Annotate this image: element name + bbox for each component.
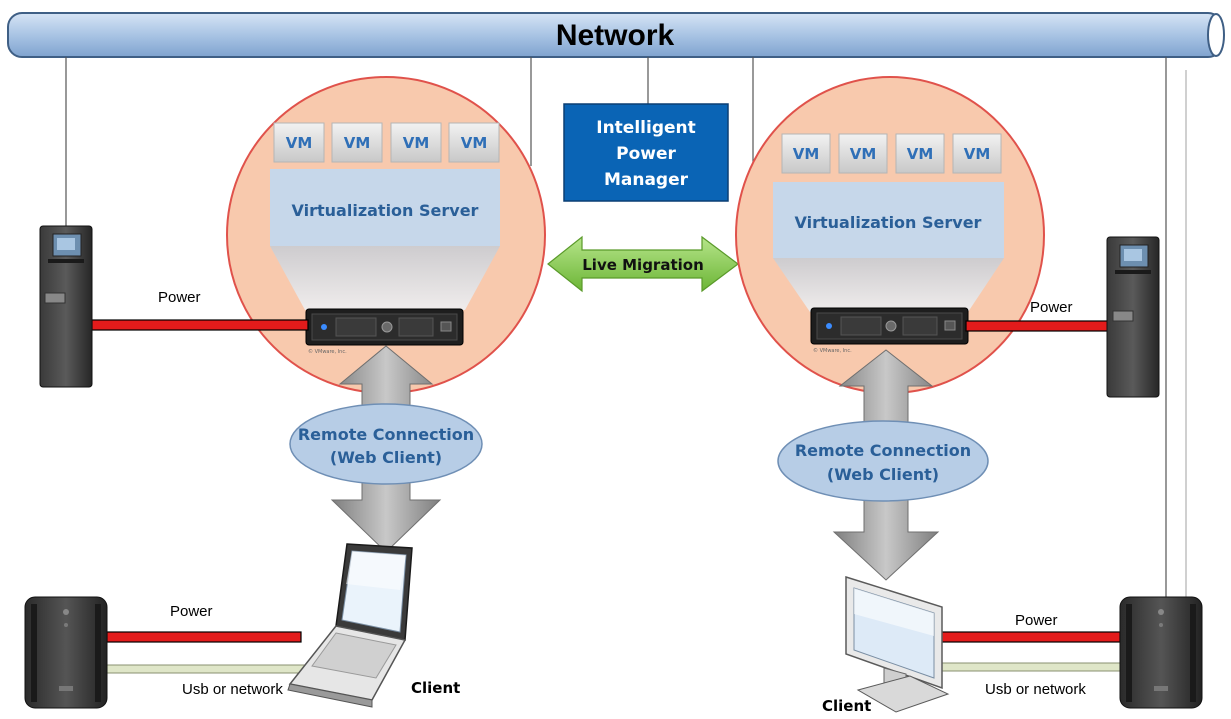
- vm-box: [838, 133, 888, 174]
- vm-box: [781, 133, 831, 174]
- vm-box: [895, 133, 945, 174]
- vm-label: VM: [344, 134, 371, 152]
- vm-box: [331, 122, 383, 163]
- virtualization-panel: [270, 169, 500, 246]
- network-bus: Network: [7, 12, 1225, 58]
- right-tower-ups: [1106, 236, 1160, 398]
- right-client-cables: Power Usb or network: [939, 612, 1121, 698]
- right-small-ups: [1119, 596, 1203, 709]
- power-label: Power: [158, 289, 201, 306]
- live-migration-label: Live Migration: [582, 256, 704, 274]
- power-label: Power: [1030, 299, 1073, 316]
- vm-box: [448, 122, 500, 163]
- web-client-label: (Web Client): [827, 465, 939, 484]
- left-server-bubble: VM VM VM VM Virtualization Server © VMwa…: [226, 76, 546, 394]
- left-client-cables: Power Usb or network: [106, 603, 348, 698]
- vm-box: [390, 122, 442, 163]
- live-migration-arrow: Live Migration: [547, 235, 739, 293]
- vm-label: VM: [286, 134, 313, 152]
- usb-or-network-label: Usb or network: [182, 681, 283, 698]
- left-small-ups: [24, 596, 108, 709]
- virtualization-server-label: Virtualization Server: [292, 201, 479, 220]
- right-remote-connection: Remote Connection (Web Client): [777, 420, 989, 502]
- network-label: Network: [556, 19, 675, 52]
- ipm-line2: Power: [616, 144, 676, 164]
- left-remote-connection: Remote Connection (Web Client): [289, 403, 483, 485]
- server-watermark: © VMware, Inc.: [308, 348, 347, 355]
- remote-connection-label: Remote Connection: [795, 441, 971, 460]
- server-watermark: © VMware, Inc.: [813, 347, 852, 354]
- vm-box: [273, 122, 325, 163]
- right-server-bubble: VM VM VM VM Virtualization Server © VMwa…: [735, 76, 1045, 394]
- vm-label: VM: [461, 134, 488, 152]
- intelligent-power-manager-box: Intelligent Power Manager: [563, 103, 729, 202]
- vm-label: VM: [850, 145, 877, 163]
- client-label: Client: [411, 679, 460, 697]
- vm-box: [952, 133, 1002, 174]
- vm-label: VM: [907, 145, 934, 163]
- laptop-icon: Client: [287, 543, 460, 708]
- client-label: Client: [822, 697, 871, 715]
- server-hardware: © VMware, Inc.: [305, 308, 464, 355]
- power-label: Power: [170, 603, 213, 620]
- web-client-label: (Web Client): [330, 448, 442, 467]
- virtualization-panel: [773, 182, 1004, 258]
- left-tower-ups: [39, 225, 93, 388]
- remote-connection-label: Remote Connection: [298, 425, 474, 444]
- monitor-icon: Client: [822, 575, 950, 715]
- vm-label: VM: [403, 134, 430, 152]
- virtualization-server-label: Virtualization Server: [795, 213, 982, 232]
- ipm-line3: Manager: [604, 170, 689, 190]
- vm-label: VM: [793, 145, 820, 163]
- vm-label: VM: [964, 145, 991, 163]
- power-label: Power: [1015, 612, 1058, 629]
- ipm-line1: Intelligent: [596, 118, 696, 138]
- usb-or-network-label: Usb or network: [985, 681, 1086, 698]
